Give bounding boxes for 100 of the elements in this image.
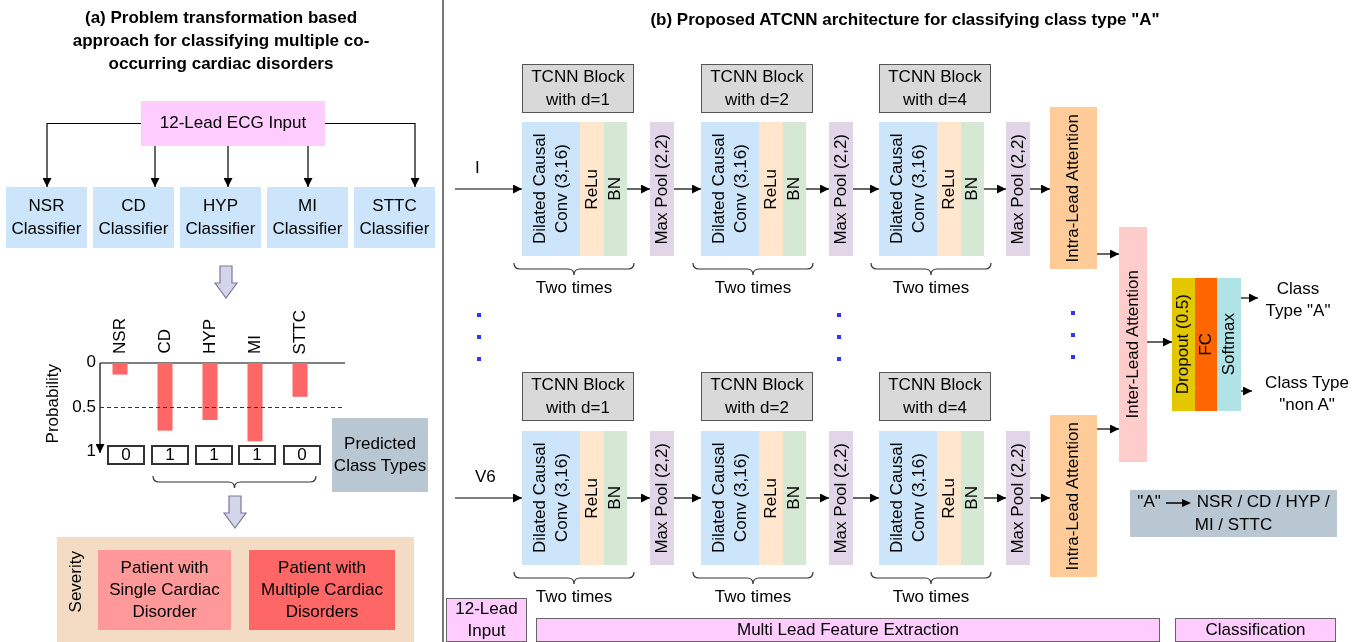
node-label: Dilated Causal Conv (3,16): [885, 132, 929, 247]
block-header-box: [522, 372, 634, 421]
node-label: Predicted Class Types: [332, 432, 428, 477]
arrow: [42, 122, 142, 188]
arrow: [1029, 184, 1051, 194]
node-label: TCNN Block with d=1: [530, 374, 626, 419]
axis-title: Probability: [42, 364, 63, 444]
pooling-layer: [650, 122, 674, 256]
arrow: [1096, 424, 1120, 434]
pooling-layer: [1006, 122, 1030, 256]
panel-title: (a) Problem transformation based approach for classifying multiple co-occurring cardiac disorders: [71, 7, 371, 75]
repeat-label: Two times: [713, 277, 793, 299]
node-label: BN: [783, 177, 805, 201]
node-label: BN: [783, 486, 805, 510]
classifier-box: [180, 187, 261, 248]
attention-layer: [1119, 227, 1147, 462]
severity-panel: [57, 537, 414, 642]
arrow: [805, 493, 830, 503]
node-label: ReLu: [759, 477, 781, 519]
node-label: FC: [1194, 333, 1216, 356]
arrow: [983, 493, 1007, 503]
node-label: TCNN Block with d=4: [887, 66, 983, 111]
batch-norm-layer: [604, 431, 627, 565]
node-label: 1: [209, 443, 219, 466]
node-label: ReLu: [937, 168, 959, 210]
node-label: Dilated Causal Conv (3,16): [707, 441, 751, 556]
node-label: Max Pool (2,2): [1006, 133, 1028, 245]
output-label: Class Type "A": [1258, 280, 1338, 320]
softmax-layer: [1217, 278, 1241, 411]
node-label: BN: [961, 486, 983, 510]
node-label: ReLu: [759, 168, 781, 210]
panel-title: (b) Proposed ATCNN architecture for classifying class type "A": [649, 9, 1161, 31]
node-label: NSR Classifier: [10, 195, 83, 240]
severity-box: [98, 550, 231, 630]
node-label: 12-Lead Input: [454, 597, 519, 642]
category-label: CD: [154, 329, 175, 354]
prediction-cell: [195, 445, 233, 465]
node-label: 1: [252, 443, 262, 466]
output-label: Class Type "non A": [1252, 372, 1362, 416]
arrow: [1240, 386, 1253, 396]
block-header-box: [701, 64, 813, 113]
node-label: Max Pool (2,2): [650, 133, 672, 245]
repeat-label: Two times: [534, 277, 614, 299]
input-box: [141, 101, 325, 146]
conv-layer: [701, 122, 759, 256]
activation-layer: [759, 122, 783, 256]
classifier-box: [93, 187, 174, 248]
node-label: Intra-Lead Attention: [1062, 113, 1084, 263]
activation-layer: [937, 122, 961, 256]
stage-band: [536, 618, 1160, 642]
classifier-box: [6, 187, 87, 248]
pooling-layer: [829, 122, 853, 256]
arrow: [1096, 249, 1120, 259]
node-label: 0: [121, 443, 131, 466]
node-label: STTC Classifier: [358, 195, 431, 240]
node-label: NSR / CD / HYP / MI / STTC: [1194, 492, 1330, 534]
dropout-layer: [1172, 278, 1195, 411]
category-label: STTC: [289, 309, 310, 354]
node-label: Max Pool (2,2): [650, 442, 672, 554]
node-label: Dilated Causal Conv (3,16): [528, 441, 572, 556]
severity-box: [249, 550, 395, 630]
node-label: Classification: [1205, 618, 1306, 641]
arrow: [303, 145, 313, 188]
node-label: BN: [604, 486, 626, 510]
prediction-cell: [151, 445, 189, 465]
node-label: TCNN Block with d=2: [709, 374, 805, 419]
batch-norm-layer: [783, 122, 806, 256]
node-label: 12-Lead ECG Input: [159, 112, 307, 135]
attention-layer: [1050, 107, 1097, 269]
conv-layer: [879, 122, 937, 256]
block-header-box: [701, 372, 813, 421]
node-label: CD Classifier: [97, 195, 170, 240]
arrow: [324, 122, 420, 188]
prediction-cell: [107, 445, 145, 465]
classifier-box: [267, 187, 348, 248]
pooling-layer: [650, 431, 674, 565]
stage-band: [446, 598, 527, 642]
conv-layer: [522, 122, 580, 256]
node-label: Inter-Lead Attention: [1121, 270, 1143, 419]
activation-layer: [580, 122, 604, 256]
activation-layer: [937, 431, 961, 565]
activation-layer: [580, 431, 604, 565]
repeat-label: Two times: [713, 586, 793, 608]
tick-label: 0: [86, 351, 96, 373]
tick-label: 1: [86, 440, 96, 462]
arrow: [852, 184, 880, 194]
repeat-label: Two times: [891, 586, 971, 608]
block-header-box: [879, 64, 991, 113]
conv-layer: [522, 431, 580, 565]
pooling-layer: [829, 431, 853, 565]
node-label: BN: [604, 177, 626, 201]
category-label: MI: [244, 335, 265, 354]
node-label: 1: [165, 443, 175, 466]
tick-label: 0.5: [72, 395, 96, 418]
panel-heading: Severity: [65, 551, 86, 613]
node-label: Dilated Causal Conv (3,16): [707, 132, 751, 247]
arrow: [805, 184, 830, 194]
arrow: [454, 493, 523, 503]
arrow: [150, 145, 160, 188]
node-label: HYP Classifier: [184, 195, 257, 240]
